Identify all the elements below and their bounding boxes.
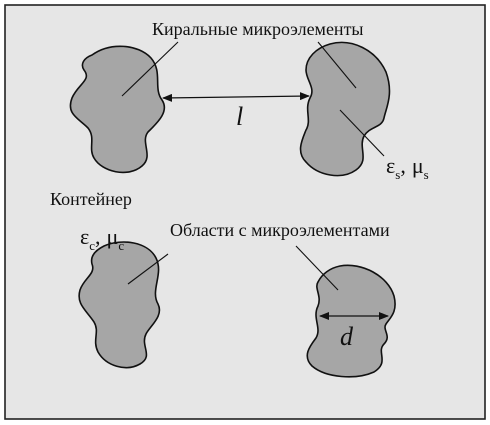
inclusion-mu: μ bbox=[412, 153, 424, 178]
distance-arrow-l bbox=[162, 92, 310, 102]
leader-regions-left bbox=[127, 253, 169, 285]
inclusion-separator: , bbox=[400, 153, 406, 178]
leader-inclusion-params bbox=[339, 109, 385, 157]
container-epsilon-sub: c bbox=[89, 238, 95, 253]
container-params: εc,μc bbox=[80, 224, 124, 253]
container-mu-sub: c bbox=[118, 238, 124, 253]
regions-label: Области с микроэлементами bbox=[170, 220, 390, 240]
inclusion-mu-sub: s bbox=[424, 167, 429, 182]
leader-chiral-left bbox=[121, 41, 179, 97]
leader-regions-right bbox=[295, 245, 339, 291]
diameter-label-d: d bbox=[340, 322, 354, 351]
chiral-microelements-label: Киральные микроэлементы bbox=[152, 19, 364, 39]
leader-chiral-right bbox=[317, 41, 357, 89]
distance-label-l: l bbox=[236, 102, 243, 131]
inclusion-params: εs,μs bbox=[386, 153, 429, 182]
microelement-top-right bbox=[299, 41, 391, 177]
microelement-bottom-right bbox=[306, 264, 396, 378]
container-epsilon: ε bbox=[80, 224, 89, 249]
container-label: Контейнер bbox=[50, 189, 132, 209]
inclusion-epsilon-sub: s bbox=[395, 167, 400, 182]
inclusion-epsilon: ε bbox=[386, 153, 395, 178]
container-separator: , bbox=[95, 224, 101, 249]
container-frame bbox=[4, 4, 486, 420]
container-mu: μ bbox=[107, 224, 119, 249]
microelement-bottom-left bbox=[78, 241, 161, 369]
